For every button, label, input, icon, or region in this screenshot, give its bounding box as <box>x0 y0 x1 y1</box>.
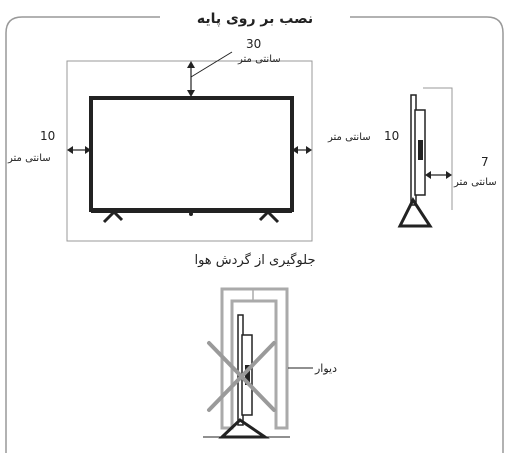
section-title: نصب بر روی پایه <box>197 11 313 27</box>
top-clearance-arrow <box>187 51 233 97</box>
right-clearance-unit: سانتی متر <box>327 132 371 143</box>
top-clearance-unit: سانتی متر <box>237 54 281 65</box>
left-clearance-value: 10 <box>40 129 55 143</box>
tv-stand-right <box>258 210 280 224</box>
x-mark-icon <box>207 341 276 412</box>
left-clearance-unit: سانتی متر <box>7 153 51 164</box>
tv-blocked-port <box>245 365 250 385</box>
top-clearance-value: 30 <box>246 37 261 51</box>
rear-clearance-unit: سانتی متر <box>453 177 497 188</box>
tv-side-port <box>418 140 423 160</box>
power-button-icon <box>189 212 193 216</box>
right-clearance-value: 10 <box>384 129 399 143</box>
outer-frame <box>5 16 504 453</box>
right-clearance-arrow <box>292 146 312 154</box>
wall-enclosure <box>220 287 289 430</box>
clearance-zone <box>66 60 313 242</box>
wall-outline-side <box>423 87 453 210</box>
airflow-warning-caption: جلوگیری از گردش هوا <box>194 252 315 268</box>
tv-stand-left <box>102 210 124 224</box>
tv-bottom-bezel <box>91 209 292 213</box>
tv-screen <box>89 96 294 212</box>
wall-label: دیوار <box>314 362 337 375</box>
rear-clearance-value: 7 <box>481 155 489 169</box>
rear-clearance-arrow <box>425 171 452 179</box>
tv-side-stand <box>397 196 433 228</box>
left-clearance-arrow <box>67 146 91 154</box>
